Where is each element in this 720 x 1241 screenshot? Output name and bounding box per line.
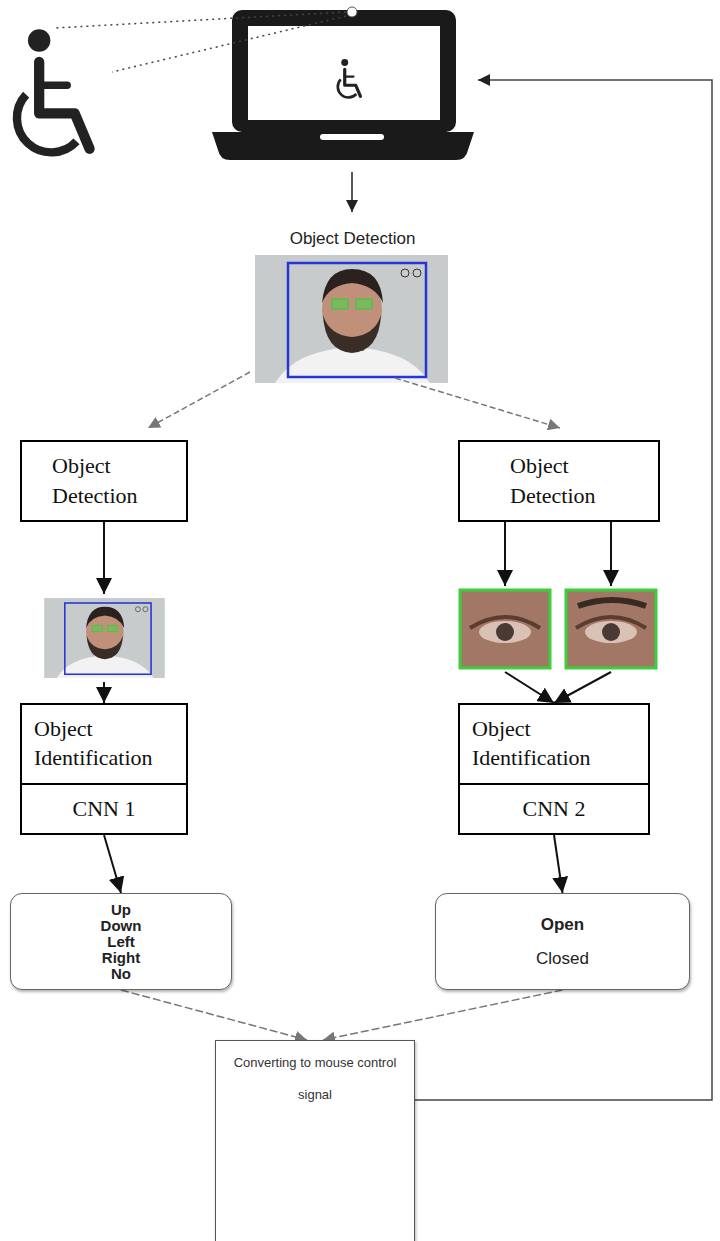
model-box: CNN 1 <box>20 785 188 835</box>
split-arrows <box>148 372 560 428</box>
connector-segment <box>104 835 121 893</box>
node-text: Open <box>444 908 681 942</box>
flow-arrow <box>323 990 563 1040</box>
node-text: Left <box>19 934 223 950</box>
process-box: Object Detection <box>458 440 660 522</box>
connector-segment <box>103 682 105 703</box>
output-box: UpDownLeftRightNo <box>10 893 232 990</box>
wheelchair-user <box>17 29 90 152</box>
connector-segment <box>554 835 563 893</box>
connector-segment <box>505 672 554 703</box>
capture-arrow <box>351 172 353 212</box>
flow-arrow <box>505 522 611 703</box>
face-photo <box>255 255 448 383</box>
connector-segment <box>121 990 307 1040</box>
node-text: Right <box>19 950 223 966</box>
connector-segment <box>504 522 506 586</box>
node-text: Up <box>19 902 223 918</box>
stage-label: Object Detection <box>215 229 490 249</box>
node-text: Object Identification <box>472 715 640 772</box>
process-box: Object Identification <box>20 703 188 785</box>
node-text: Object Identification <box>34 715 178 772</box>
connector-segment <box>610 522 612 586</box>
laptop <box>212 7 474 160</box>
connector-segment <box>554 672 611 703</box>
model-box: CNN 2 <box>458 785 650 835</box>
face-thumbnail <box>44 598 165 678</box>
flow-arrow <box>554 835 563 893</box>
node-text: CNN 1 <box>30 796 178 822</box>
node-text: No <box>19 966 223 982</box>
connector-segment <box>103 522 105 594</box>
process-box: Object Identification <box>458 703 650 785</box>
eye-crop-left <box>460 590 550 668</box>
node-text: Closed <box>444 942 681 976</box>
node-text: Converting to mouse control signal <box>226 1047 404 1111</box>
camera-view-lines <box>55 12 346 72</box>
flow-arrow <box>104 522 105 703</box>
output-box: OpenClosed <box>435 893 690 990</box>
connector-segment <box>323 990 563 1040</box>
flow-arrow <box>104 835 121 893</box>
node-text: Object Detection <box>52 451 176 510</box>
node-text: CNN 2 <box>468 796 640 822</box>
feedback-line <box>415 80 712 1100</box>
converter-box: Converting to mouse control signal <box>215 1040 415 1241</box>
process-box: Object Detection <box>20 440 188 522</box>
eye-crop-right <box>566 590 656 668</box>
flow-arrow <box>121 990 307 1040</box>
node-text: Object Detection <box>510 451 648 510</box>
node-text: Down <box>19 918 223 934</box>
